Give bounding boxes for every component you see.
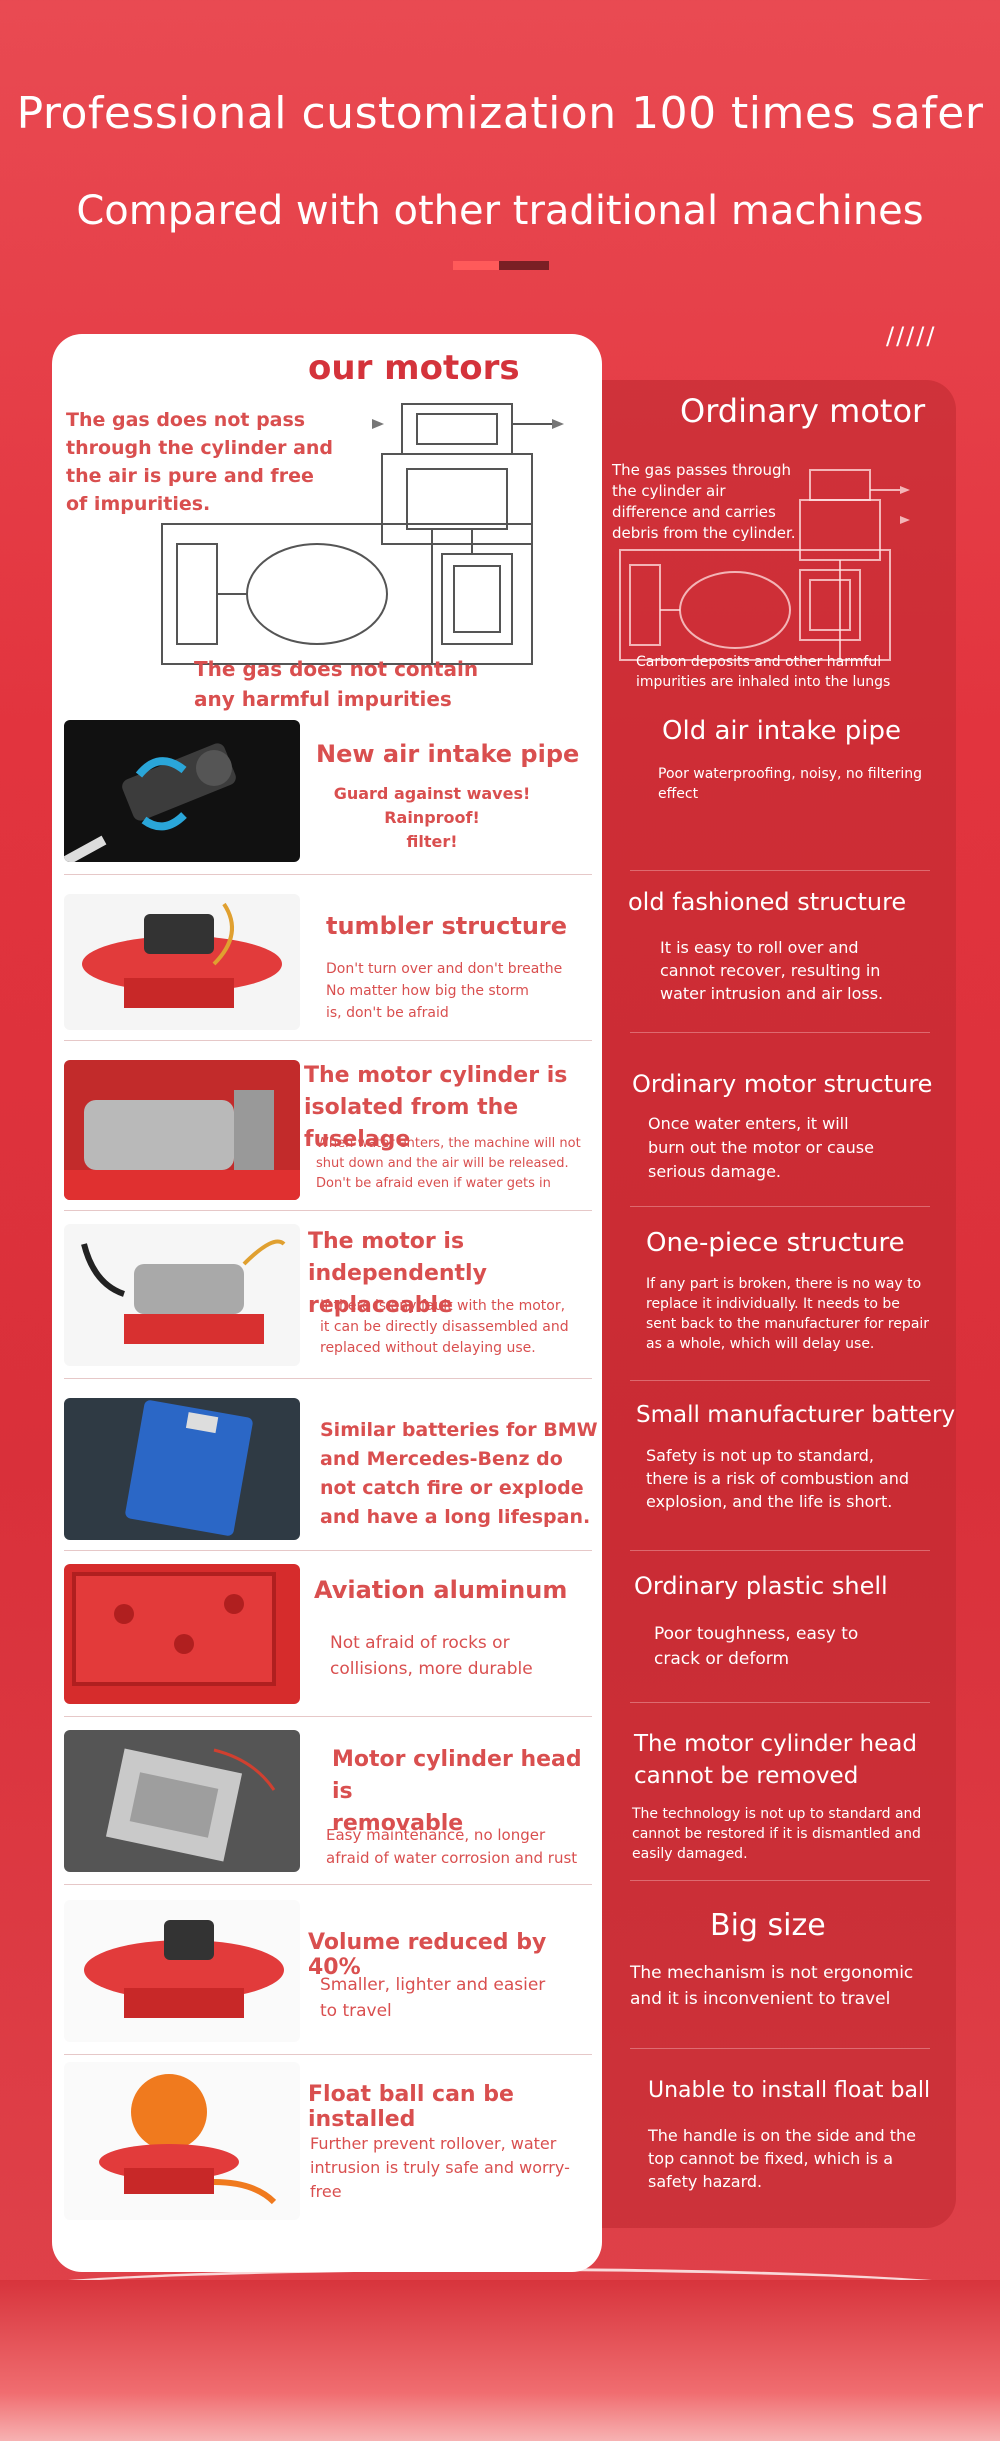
divider [630, 1380, 930, 1381]
divider [64, 1210, 592, 1211]
divider [64, 1716, 592, 1717]
ordinary-diagram-note-top: The gas passes through the cylinder air … [612, 461, 796, 542]
feature-title-intake: New air intake pipe [316, 740, 580, 768]
ordinary-diagram-note-bottom: Carbon deposits and other harmful impuri… [636, 654, 891, 690]
battery-image [64, 1398, 300, 1540]
ordinary-motor-panel: Ordinary motor The gas passes through th… [600, 380, 956, 2228]
page-title: Professional customization 100 times saf… [16, 88, 984, 139]
divider [64, 2054, 592, 2055]
divider [630, 1550, 930, 1551]
divider [630, 2048, 930, 2049]
feature-body-volume: Smaller, lighter and easier to travel [320, 1975, 546, 2021]
aluminum-image [64, 1564, 300, 1704]
divider [64, 874, 592, 875]
our-motor-diagram [161, 403, 564, 665]
feature-title-tumbler: tumbler structure [326, 912, 568, 940]
feature-body-battery: Similar batteries for BMW and Mercedes-B… [320, 1419, 598, 1528]
divider-dark [499, 261, 549, 270]
ordinary-motor-heading: Ordinary motor [680, 392, 926, 430]
divider-accent [453, 261, 499, 270]
footer-band [0, 2280, 1000, 2441]
compact-size-image [64, 1900, 300, 2042]
divider [630, 1880, 930, 1881]
divider [630, 1702, 930, 1703]
feature-body-aluminum: Not afraid of rocks or collisions, more … [330, 1633, 533, 1679]
divider [630, 1206, 930, 1207]
divider [64, 1040, 592, 1041]
feature-body-tumbler: Don't turn over and don't breathe No mat… [326, 961, 563, 1021]
feature-title-aluminum: Aviation aluminum [314, 1576, 568, 1604]
float-ball-image [64, 2062, 300, 2220]
our-motors-card: our motors The gas does not pass through… [52, 334, 602, 2272]
cylinder-head-image [64, 1730, 300, 1872]
feature-title-volume: Volume reduced by 40% [308, 1930, 547, 1980]
our-diagram-note-bottom: The gas does not contain any harmful imp… [194, 657, 479, 711]
decorative-curve [0, 2268, 1000, 2331]
our-motors-heading: our motors [308, 348, 520, 388]
divider [630, 1032, 930, 1033]
feature-body-float-ball: Further prevent rollover, water intrusio… [310, 2134, 570, 2201]
feature-body-isolated: When water enters, the machine will not … [316, 1136, 581, 1191]
feature-body-replaceable: If there is any fault with the motor, it… [320, 1298, 569, 1356]
ordinary-motor-diagram [619, 469, 910, 661]
feature-title-isolated: The motor cylinder is isolated from the … [304, 1063, 568, 1152]
tumbler-image [64, 894, 300, 1030]
intake-pipe-image [64, 720, 300, 862]
divider [64, 1550, 592, 1551]
feature-body-intake: Guard against waves! Rainproof! filter! [333, 784, 531, 851]
feature-title-cylinder-head: Motor cylinder head is removable [332, 1747, 582, 1836]
divider [64, 1378, 592, 1379]
feature-title-float-ball: Float ball can be installed [308, 2082, 514, 2132]
decorative-slashes: ///// [886, 322, 937, 350]
replaceable-motor-image [64, 1224, 300, 1366]
feature-title-replaceable: The motor is independently replaceable [308, 1229, 487, 1318]
feature-body-cylinder-head: Easy maintenance, no longer afraid of wa… [326, 1826, 578, 1867]
our-diagram-note-top: The gas does not pass through the cylind… [66, 409, 334, 515]
divider [630, 870, 930, 871]
divider [64, 1884, 592, 1885]
cylinder-isolated-image [64, 1060, 300, 1200]
page-subtitle: Compared with other traditional machines [76, 188, 924, 234]
